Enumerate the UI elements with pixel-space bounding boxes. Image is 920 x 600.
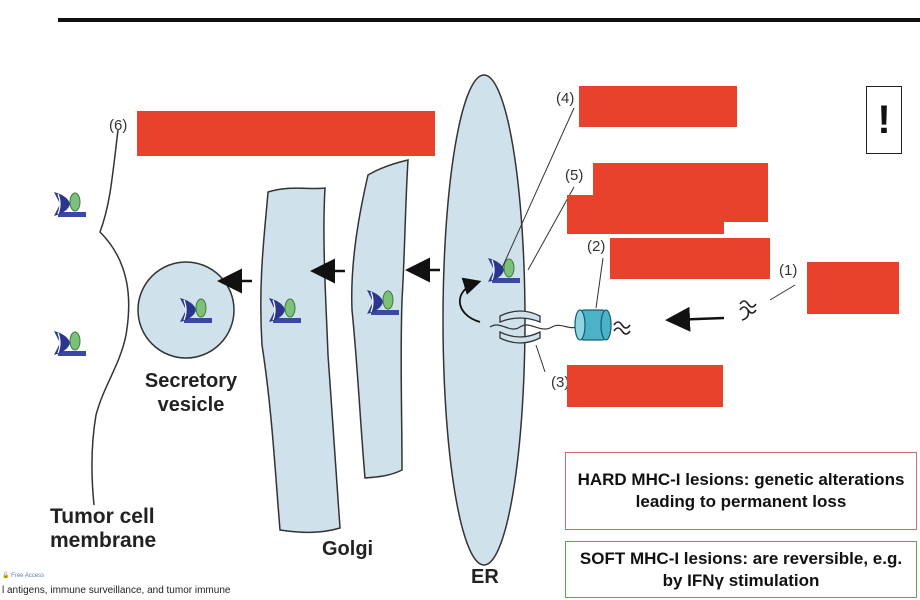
top-rule <box>58 18 920 22</box>
redaction-box-1 <box>807 262 899 314</box>
redaction-box-4 <box>579 86 737 127</box>
label-2: (2) <box>587 238 606 255</box>
secretory-vesicle-label: Secretory vesicle <box>136 369 246 417</box>
lock-icon: 🔓 <box>2 573 10 579</box>
label-5: (5) <box>565 167 584 184</box>
label-4: (4) <box>556 90 575 107</box>
proteasome <box>574 309 612 341</box>
redaction-box-2 <box>610 238 770 279</box>
secretory-label-line1: Secretory <box>144 370 238 392</box>
label-1: (1) <box>779 262 798 279</box>
redaction-box-5c <box>567 219 724 234</box>
soft-lesions-box: SOFT MHC-I lesions: are reversible, e.g.… <box>565 541 917 598</box>
exclamation-icon: ! <box>866 86 902 154</box>
tumor-label-line1: Tumor cell <box>50 505 155 528</box>
endoplasmic-reticulum <box>442 74 526 566</box>
label-6: (6) <box>109 117 128 134</box>
er-label: ER <box>471 566 499 588</box>
redaction-box-6 <box>137 111 435 156</box>
redaction-box-5a <box>593 163 768 200</box>
redaction-box-3 <box>567 365 723 407</box>
tumor-membrane-label: Tumor cell membrane <box>50 505 156 553</box>
tumor-label-line2: membrane <box>50 529 157 552</box>
label-3: (3) <box>551 374 570 391</box>
free-access-text: Free Access <box>11 573 45 579</box>
golgi-stack-1 <box>260 187 341 534</box>
hard-lesions-box: HARD MHC-I lesions: genetic alterations … <box>565 452 917 530</box>
secretory-label-line2: vesicle <box>157 394 225 416</box>
tumor-cell-membrane <box>91 129 130 506</box>
citation-text: l antigens, immune surveillance, and tum… <box>2 585 231 596</box>
golgi-label: Golgi <box>322 538 374 560</box>
golgi-stack-2 <box>350 159 409 479</box>
free-access-badge: 🔓 Free Access <box>2 572 44 579</box>
redaction-box-5b <box>567 195 768 222</box>
